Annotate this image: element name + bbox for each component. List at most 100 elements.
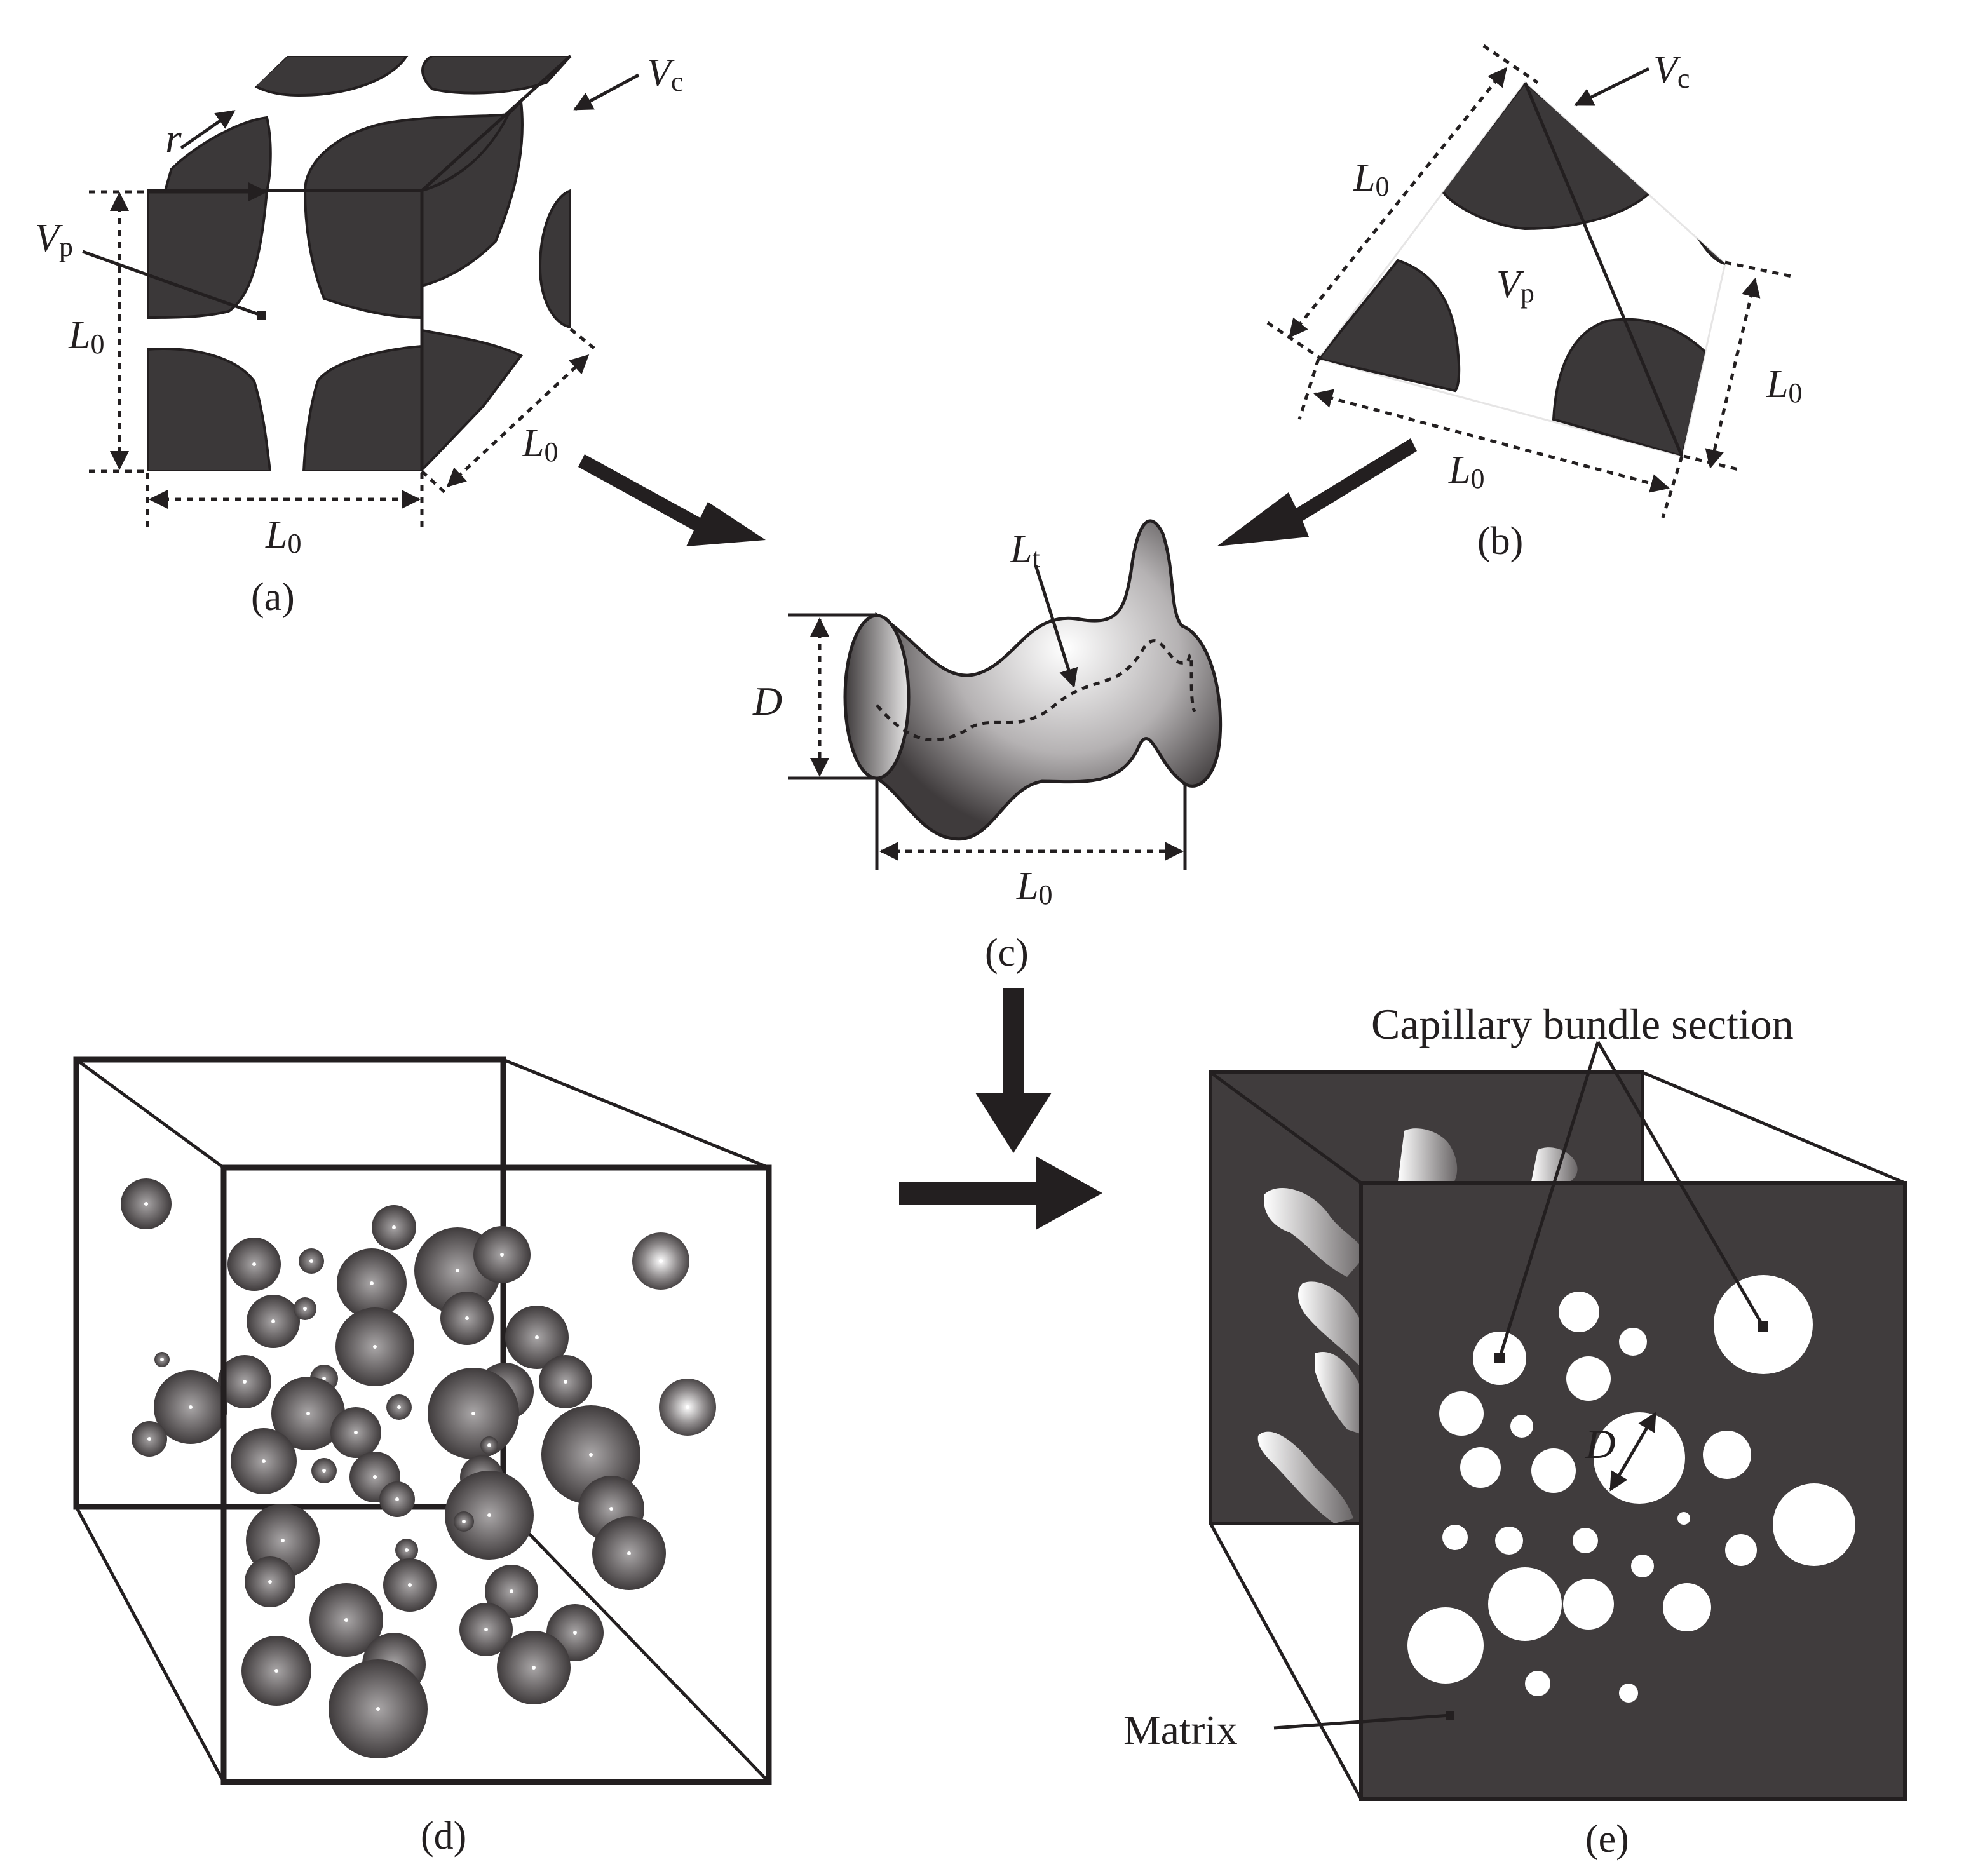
label-r: r (165, 116, 182, 162)
sphere-highlight (262, 1459, 266, 1463)
sphere-highlight (373, 1475, 377, 1479)
tortuosity-path (876, 639, 1196, 742)
capillary-cross-section (1488, 1567, 1562, 1641)
panel-d-sphere-packing: (d) (73, 1056, 772, 1858)
arrow-icon-a-to-c (578, 454, 766, 546)
streak-4 (1298, 1281, 1372, 1366)
sphere-highlight (686, 1405, 689, 1409)
arrow-icon-d-to-e (899, 1156, 1102, 1230)
capillary-cross-section (1495, 1527, 1523, 1555)
sphere-highlight (484, 1628, 488, 1631)
sphere-highlight (564, 1380, 567, 1384)
label-l0-a-diagonal: L0 (522, 422, 558, 468)
vc-arrow-a (573, 73, 640, 111)
capillary-cross-section (1563, 1579, 1614, 1630)
sphere-highlight (189, 1405, 193, 1409)
sphere-highlight (309, 1259, 313, 1263)
label-vc-a: Vc (647, 51, 683, 97)
grain-top-1 (252, 56, 409, 97)
tortuous-tube (875, 519, 1223, 841)
grain-top-2 (421, 56, 571, 95)
dim-b-bottom (1313, 389, 1670, 493)
sphere-highlight (405, 1548, 409, 1552)
sphere-highlight (354, 1431, 358, 1434)
sphere-highlight (243, 1380, 247, 1384)
capillary-cross-section (1510, 1415, 1533, 1438)
dim-b-ext1 (1482, 44, 1539, 84)
sphere-highlight (532, 1666, 536, 1670)
streak-3 (1264, 1188, 1366, 1277)
sphere-highlight (392, 1225, 396, 1229)
cube-front-face (220, 1164, 772, 1785)
sphere-highlight (465, 1316, 469, 1320)
sphere-highlight (659, 1259, 663, 1263)
sphere-highlight (462, 1520, 466, 1523)
streak-5 (1315, 1352, 1367, 1436)
capillary-cross-section (1525, 1671, 1550, 1696)
leader-matrix (1273, 1713, 1451, 1730)
sphere-highlight (322, 1377, 326, 1380)
label-matrix: Matrix (1123, 1707, 1238, 1753)
sphere-highlight (535, 1335, 539, 1339)
grain-front-bottom-right (302, 344, 423, 471)
panel-label-a: (a) (251, 576, 295, 619)
sphere-highlight (627, 1551, 631, 1555)
grain-front-bottom-left (147, 348, 272, 471)
label-l0-c: L0 (1016, 865, 1052, 910)
dim-b-ext6 (1683, 454, 1742, 472)
capillary-cross-section (1619, 1328, 1647, 1356)
tube-end-left (843, 614, 911, 780)
sphere-highlight (573, 1631, 577, 1635)
dim-b-ext4 (1661, 456, 1684, 518)
dim-b-ext2 (1266, 321, 1323, 361)
sphere-highlight (322, 1469, 326, 1473)
sphere-highlight (510, 1589, 513, 1593)
panel-label-c: (c) (985, 931, 1029, 975)
sphere-highlight (160, 1358, 164, 1361)
grain-top-3 (163, 116, 272, 192)
leader-capillary-2 (1596, 1041, 1765, 1328)
capillary-cross-section (1619, 1684, 1638, 1703)
sphere-highlight (471, 1412, 475, 1415)
sphere-highlight (274, 1669, 278, 1673)
dim-diagonal-a (446, 354, 590, 488)
leader-capillary-1 (1498, 1041, 1600, 1359)
dim-b-upper (1289, 67, 1507, 339)
dim-b-ext3 (1297, 358, 1320, 420)
capillary-cross-section (1559, 1292, 1599, 1332)
sphere-highlight (370, 1281, 374, 1285)
capillary-cross-section (1663, 1583, 1711, 1631)
vp-marker-a (257, 311, 266, 320)
label-l0-a-horizontal: L0 (265, 513, 301, 559)
label-vp-a: Vp (35, 217, 73, 262)
grain-front-top-right (303, 189, 423, 320)
grain-side-2 (421, 328, 524, 471)
sphere-highlight (344, 1618, 348, 1622)
grain-b-top (1440, 83, 1654, 231)
streak-2 (1531, 1147, 1578, 1185)
label-d-e: D (1585, 1421, 1616, 1468)
capillary-cross-section (1442, 1525, 1468, 1550)
sphere-highlight (252, 1262, 256, 1266)
lt-arrow (1034, 565, 1078, 688)
label-l0-b-right: L0 (1766, 363, 1802, 408)
capillary-cross-section (1439, 1391, 1484, 1436)
capillary-cross-section (1725, 1534, 1757, 1566)
label-lt: Lt (1010, 528, 1040, 574)
sphere-highlight (456, 1269, 459, 1272)
label-vc-b: Vc (1653, 48, 1690, 94)
sphere-highlight (268, 1580, 272, 1584)
dim-ext-diag1-a (421, 470, 446, 494)
sphere-highlight (500, 1253, 504, 1257)
cubic-grain-unit (147, 56, 571, 471)
cube-edges-d (74, 1058, 770, 1783)
capillary-cross-section (1460, 1447, 1501, 1488)
capillary-cross-section (1531, 1448, 1576, 1493)
sphere-highlight (609, 1507, 613, 1511)
sphere-highlight (144, 1202, 148, 1206)
pore-marker-1 (1494, 1353, 1505, 1363)
panel-c-tortuous-capillary: Lt D L0 (c) (752, 519, 1223, 975)
capillary-cross-section (1566, 1356, 1611, 1401)
d-arrow-e (1609, 1412, 1657, 1492)
